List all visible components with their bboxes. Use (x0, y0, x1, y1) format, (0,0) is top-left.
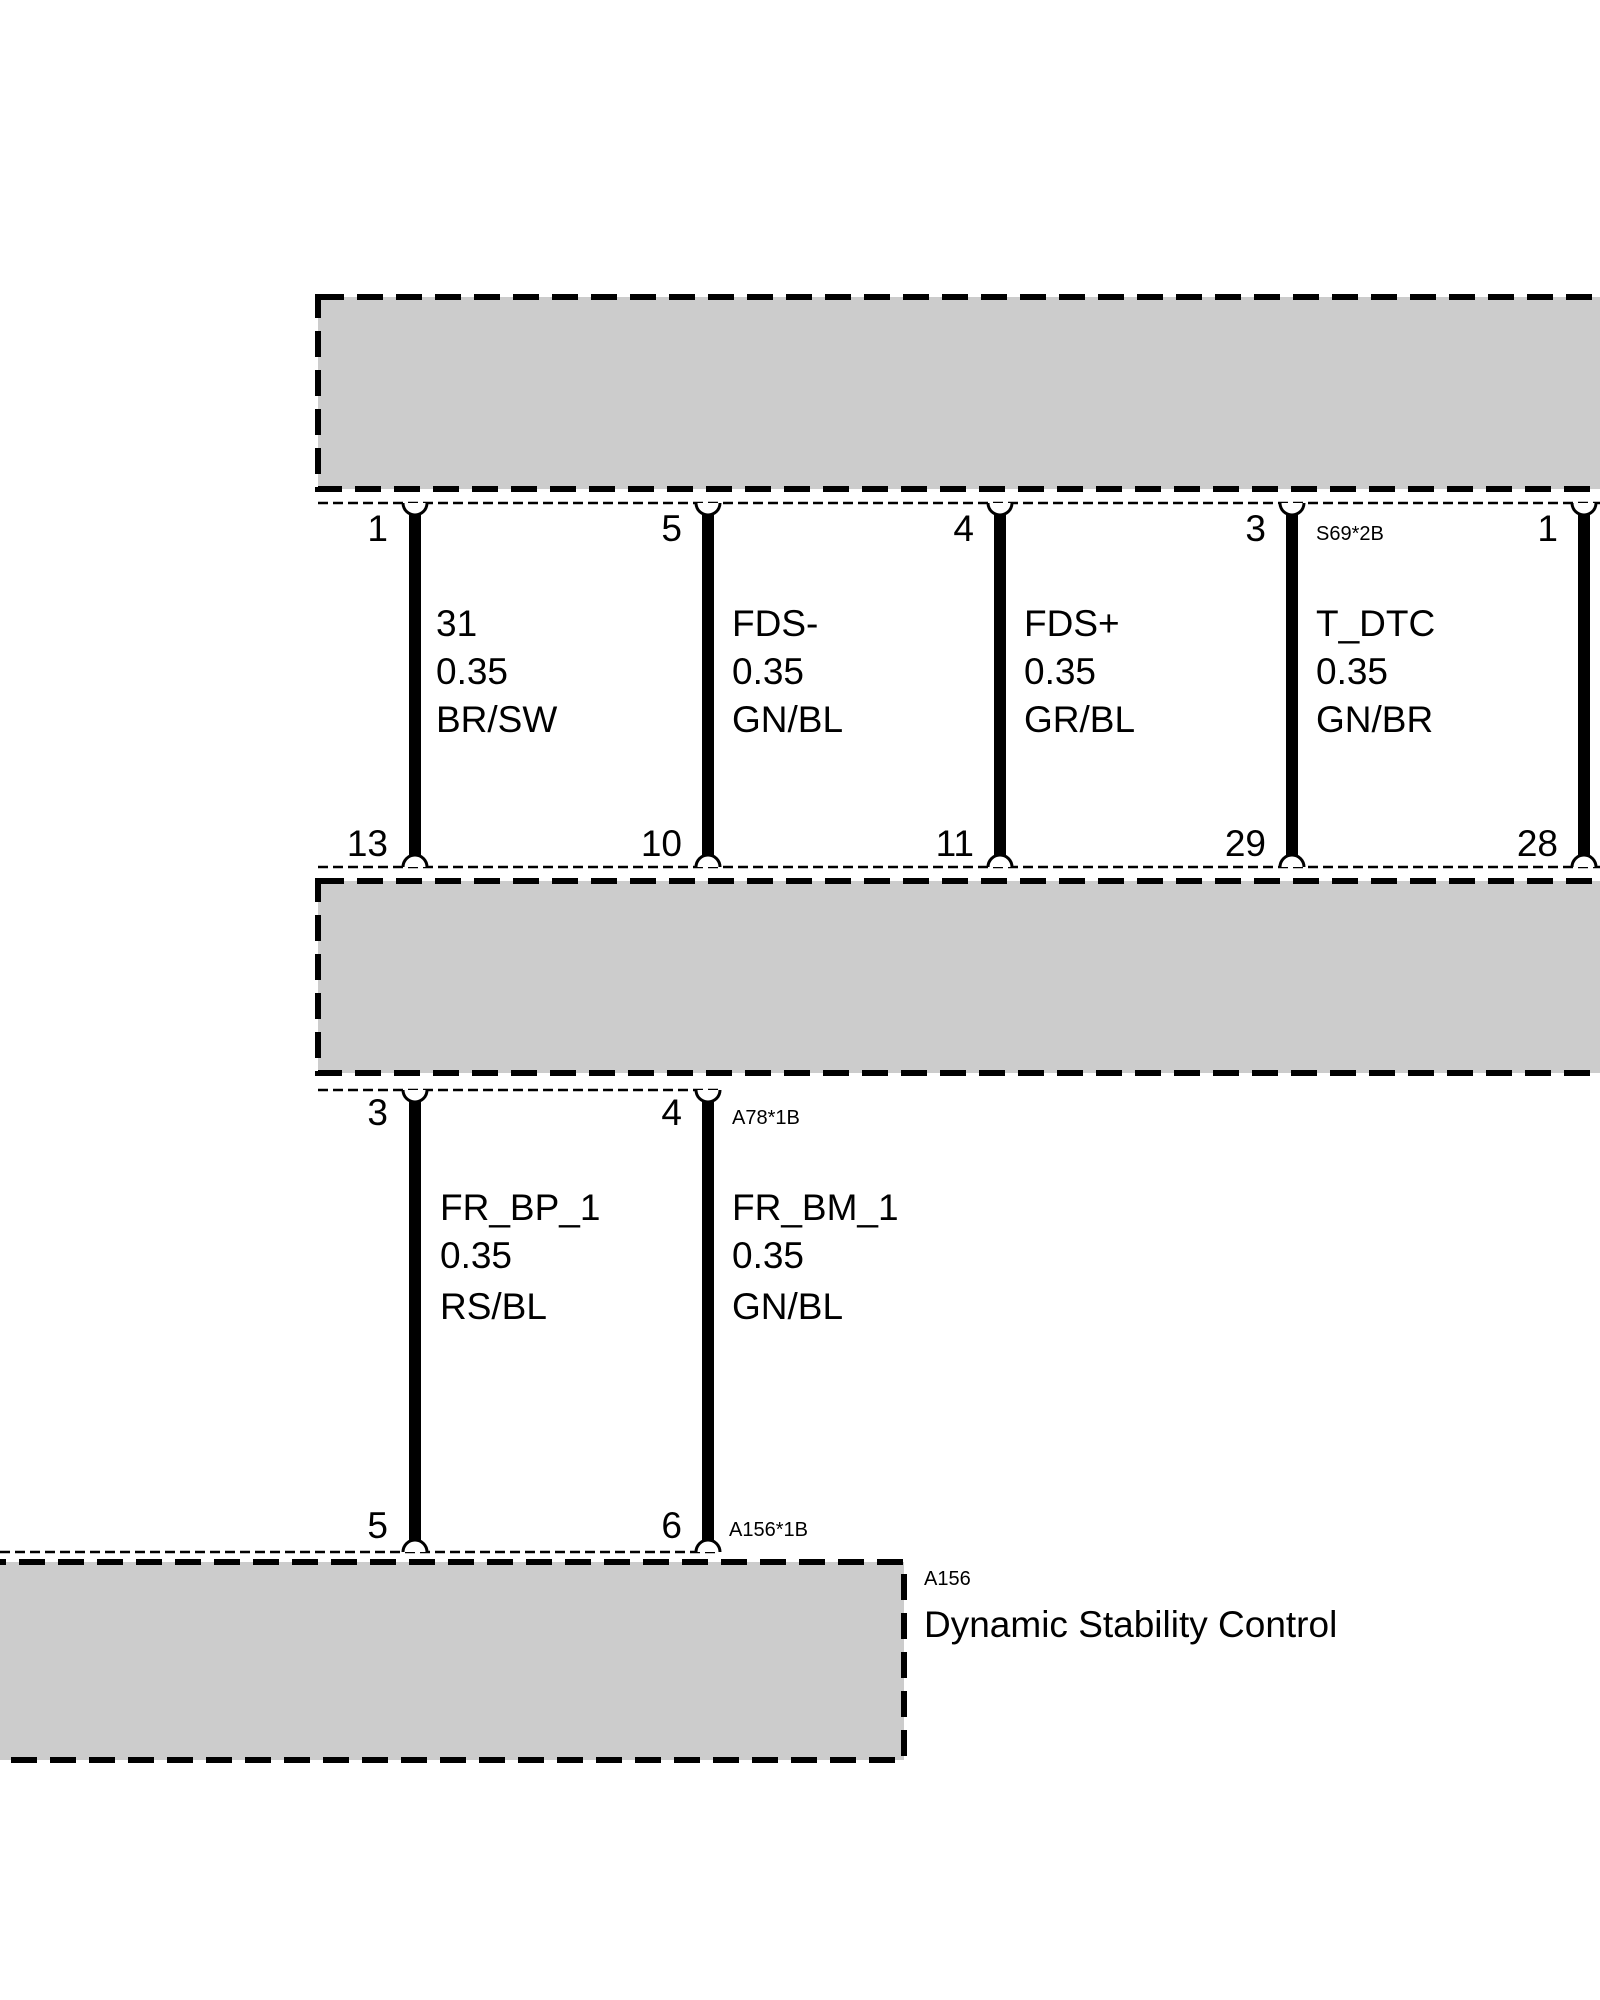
pin-top-3: 4 (953, 508, 974, 549)
wire-3-color: GR/BL (1024, 699, 1135, 740)
wire-1-color: BR/SW (436, 699, 557, 740)
pin-bottom-3: 11 (936, 823, 974, 864)
wire-t-dtc-top-pin (1278, 502, 1306, 517)
wire-3-size: 0.35 (1024, 651, 1096, 692)
lower-wire-labels: FR_BP_1 0.35 RS/BL FR_BM_1 0.35 GN/BL (440, 1187, 899, 1327)
wire-4-color: GN/BR (1316, 699, 1433, 740)
wire-fds-minus-top-pin (694, 502, 722, 517)
lower-wires (401, 1089, 722, 1553)
wire-fds-plus-top-pin (986, 502, 1014, 517)
component-id: A156 (924, 1568, 971, 1590)
wire-2-size: 0.35 (732, 651, 804, 692)
pin-bottom-1: 13 (347, 823, 388, 864)
wire-4-signal: T_DTC (1316, 603, 1435, 644)
upper-wire-labels: 31 0.35 BR/SW FDS- 0.35 GN/BL FDS+ 0.35 … (436, 603, 1435, 740)
wire-fr-bp-1-bottom-pin (401, 1538, 429, 1553)
wire-2-color: GN/BL (732, 699, 843, 740)
wire-2-signal: FDS- (732, 603, 818, 644)
wire-fr-bp-1-signal: FR_BP_1 (440, 1187, 600, 1228)
wire-t-dtc-bottom-pin (1278, 853, 1306, 868)
wire-31-top-pin (401, 502, 429, 517)
dsc-module (0, 1559, 907, 1763)
lower-pin-labels: 3 4 A78*1B 5 6 A156*1B (367, 1092, 808, 1546)
pin-bottom-5: 28 (1517, 823, 1558, 864)
wire-1-size: 0.35 (436, 651, 508, 692)
upper-module (315, 294, 1600, 492)
wire-fds-minus-bottom-pin (694, 853, 722, 868)
wire-fr-bm-1-bottom-pin (694, 1538, 722, 1553)
pin-top-2: 5 (661, 508, 682, 549)
pin-bottom-2: 10 (641, 823, 682, 864)
wire-31-bottom-pin (401, 853, 429, 868)
pin-top-1: 1 (367, 508, 388, 549)
wire-fds-plus-bottom-pin (986, 853, 1014, 868)
middle-module (315, 878, 1600, 1076)
wire-fr-bm-1-color: GN/BL (732, 1286, 843, 1327)
wire-5-bottom-pin (1570, 853, 1598, 868)
pin-bottom-4: 29 (1225, 823, 1266, 864)
wire-fr-bm-1-top-pin (694, 1089, 722, 1104)
pin-mid-1: 3 (367, 1092, 388, 1133)
upper-wires (401, 502, 1598, 868)
connector-id-lower: A156*1B (729, 1519, 808, 1541)
pin-dsc-2: 6 (661, 1505, 682, 1546)
wire-5-top-pin (1570, 502, 1598, 517)
wire-4-size: 0.35 (1316, 651, 1388, 692)
pin-dsc-1: 5 (367, 1505, 388, 1546)
wire-fr-bm-1-size: 0.35 (732, 1235, 804, 1276)
wire-1-signal: 31 (436, 603, 477, 644)
connector-outlines (0, 501, 1600, 1554)
connector-id-upper: S69*2B (1316, 523, 1384, 545)
pin-top-4: 3 (1245, 508, 1266, 549)
connector-id-middle: A78*1B (732, 1107, 800, 1129)
wire-fr-bp-1-size: 0.35 (440, 1235, 512, 1276)
upper-pin-labels: 1 5 4 3 1 13 10 11 29 28 S69*2B (347, 508, 1558, 864)
wire-3-signal: FDS+ (1024, 603, 1120, 644)
component-name: Dynamic Stability Control (924, 1604, 1337, 1645)
pin-top-5: 1 (1537, 508, 1558, 549)
wire-fr-bp-1-top-pin (401, 1089, 429, 1104)
pin-mid-2: 4 (661, 1092, 682, 1133)
wire-fr-bp-1-color: RS/BL (440, 1286, 547, 1327)
wire-fr-bm-1-signal: FR_BM_1 (732, 1187, 899, 1228)
